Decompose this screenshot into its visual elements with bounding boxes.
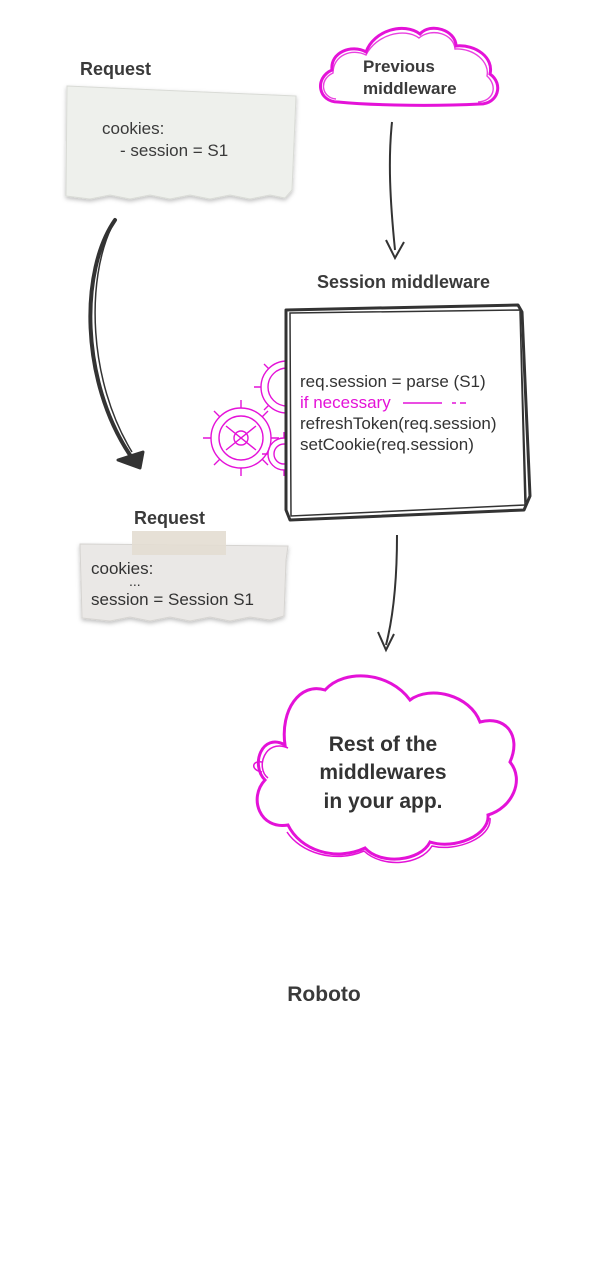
request-top-line1: cookies: [102, 119, 164, 138]
arrow-request-curve-head [116, 450, 145, 470]
arrow-previous-to-session-head [385, 239, 405, 261]
request-bottom-line3: session = Session S1 [91, 590, 254, 609]
previous-line1: Previous [363, 57, 435, 76]
previous-line2: middleware [363, 79, 457, 98]
session-mw-box [284, 303, 532, 522]
session-mw-line2: if necessary [300, 393, 391, 412]
rest-cloud [255, 674, 518, 861]
arrow-request-curve [88, 218, 132, 457]
tape-icon [132, 531, 226, 555]
arrow-session-to-rest [385, 534, 398, 646]
request-top-paper [65, 85, 297, 200]
request-top-line2: - session = S1 [120, 141, 228, 160]
previous-cloud [319, 26, 500, 107]
session-mw-box-sketch [289, 309, 527, 517]
request-bottom-paper [79, 543, 289, 622]
rest-line2: middlewares [319, 761, 446, 784]
session-mw-title: Session middleware [317, 272, 490, 292]
session-mw-line4: setCookie(req.session) [300, 435, 474, 454]
font-label: Roboto [287, 983, 360, 1006]
previous-cloud-sketch [322, 31, 494, 103]
request-top-title: Request [80, 59, 151, 79]
rest-line3: in your app. [323, 790, 442, 813]
request-bottom-title: Request [134, 508, 205, 528]
arrow-session-to-rest-head [377, 631, 395, 653]
request-bottom-line2: ... [129, 573, 141, 589]
arrow-request-curve-sketch [94, 225, 133, 453]
request-bottom-line1: cookies: [91, 559, 153, 578]
rest-cloud-sketch [253, 745, 491, 864]
rest-line1: Rest of the [329, 733, 438, 756]
session-mw-line1: req.session = parse (S1) [300, 372, 486, 391]
arrow-previous-to-session [388, 121, 396, 251]
session-mw-line3: refreshToken(req.session) [300, 414, 497, 433]
